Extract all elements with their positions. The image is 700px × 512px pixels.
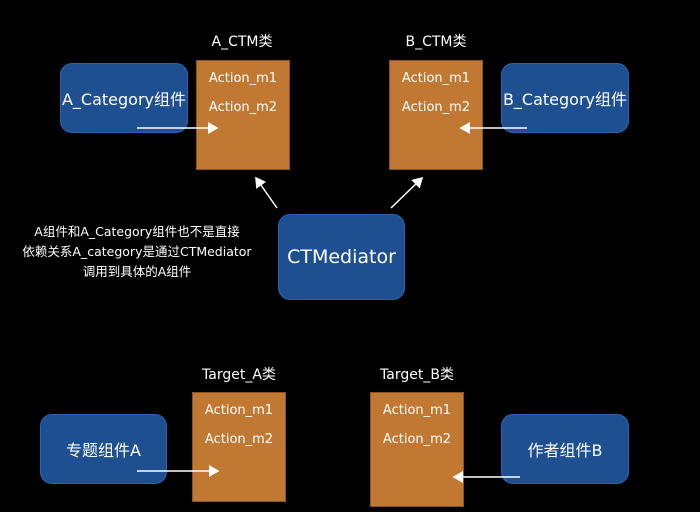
target-b-class-box: Action_m1 Action_m2	[370, 392, 464, 507]
note-line-2: 依赖关系A_category是通过CTMediator	[22, 244, 252, 259]
target-b-method-m2: Action_m2	[382, 432, 452, 447]
b-ctm-method-m2: Action_m2	[401, 100, 471, 115]
note-line-3: 调用到具体的A组件	[82, 264, 192, 279]
a-ctm-title: A_CTM类	[211, 34, 273, 50]
a-ctm-class-box: Action_m1 Action_m2	[196, 60, 290, 170]
b-ctm-class-box: Action_m1 Action_m2	[389, 60, 483, 170]
arrow-mediator-to-b-ctm	[390, 176, 424, 209]
component-a: 专题组件A	[40, 414, 167, 484]
b-category-component: B_Category组件	[501, 63, 629, 133]
a-ctm-method-m2: Action_m2	[208, 100, 278, 115]
a-ctm-method-m1: Action_m1	[208, 71, 278, 86]
note-line-1: A组件和A_Category组件也不是直接	[34, 224, 240, 239]
ctmediator-component: CTMediator	[278, 214, 405, 300]
target-a-title: Target_A类	[202, 367, 276, 383]
b-ctm-title: B_CTM类	[405, 34, 467, 50]
target-a-method-m2: Action_m2	[204, 432, 274, 447]
arrow-mediator-to-a-ctm	[255, 176, 278, 209]
target-b-method-m1: Action_m1	[382, 403, 452, 418]
target-a-method-m1: Action_m1	[204, 403, 274, 418]
target-a-class-box: Action_m1 Action_m2	[192, 392, 286, 502]
b-ctm-method-m1: Action_m1	[401, 71, 471, 86]
target-b-title: Target_B类	[380, 367, 454, 383]
component-b: 作者组件B	[501, 414, 629, 484]
dependency-note: A组件和A_Category组件也不是直接 依赖关系A_category是通过C…	[2, 222, 272, 282]
a-category-component: A_Category组件	[60, 63, 188, 133]
